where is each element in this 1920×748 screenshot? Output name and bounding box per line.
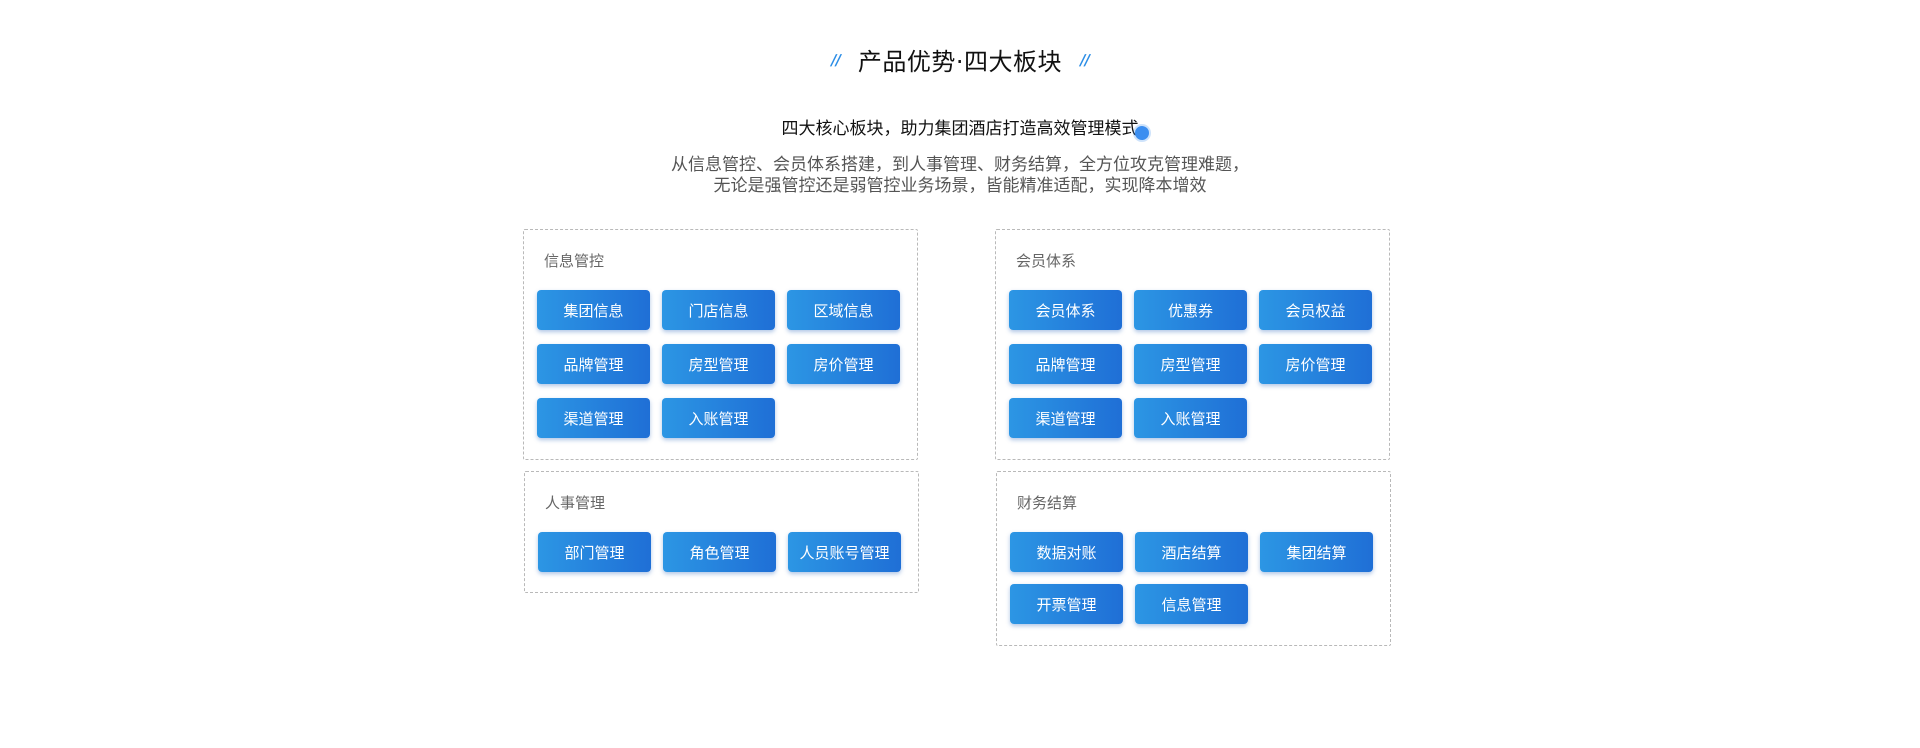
btn-coupon[interactable]: 优惠券 [1134,290,1247,330]
btn-posting-management[interactable]: 入账管理 [662,398,775,438]
slash-decoration-icon: // [829,50,842,69]
btn-posting-management[interactable]: 入账管理 [1134,398,1247,438]
btn-data-reconciliation[interactable]: 数据对账 [1010,532,1123,572]
panel-hr-management: 人事管理 部门管理 角色管理 人员账号管理 [524,471,919,593]
btn-channel-management[interactable]: 渠道管理 [537,398,650,438]
btn-region-info[interactable]: 区域信息 [787,290,900,330]
section-description: 从信息管控、会员体系搭建，到人事管理、财务结算，全方位攻克管理难题， 无论是强管… [0,155,1920,197]
slash-decoration-icon: // [1078,50,1091,69]
btn-room-price-management[interactable]: 房价管理 [787,344,900,384]
section-subtitle: 四大核心板块，助力集团酒店打造高效管理模式 [781,119,1139,139]
btn-hotel-settlement[interactable]: 酒店结算 [1135,532,1248,572]
description-line-2: 无论是强管控还是弱管控业务场景，皆能精准适配，实现降本增效 [713,176,1207,196]
subtitle-wrap: 四大核心板块，助力集团酒店打造高效管理模式 [781,114,1149,140]
btn-role-management[interactable]: 角色管理 [663,532,776,572]
btn-room-price-management[interactable]: 房价管理 [1259,344,1372,384]
description-line-1: 从信息管控、会员体系搭建，到人事管理、财务结算，全方位攻克管理难题， [671,155,1249,175]
btn-info-management[interactable]: 信息管理 [1135,584,1248,624]
btn-room-type-management[interactable]: 房型管理 [1134,344,1247,384]
panel-title: 财务结算 [1017,494,1078,512]
section-subtitle-row: 四大核心板块，助力集团酒店打造高效管理模式 [0,114,1920,140]
panel-title: 信息管控 [544,252,605,270]
btn-brand-management[interactable]: 品牌管理 [1009,344,1122,384]
section-header: // 产品优势·四大板块 // [0,42,1920,77]
btn-staff-account-management[interactable]: 人员账号管理 [788,532,901,572]
btn-group-info[interactable]: 集团信息 [537,290,650,330]
panel-info-control: 信息管控 集团信息 门店信息 区域信息 品牌管理 房型管理 房价管理 渠道管理 … [523,229,918,460]
panel-member-system: 会员体系 会员体系 优惠券 会员权益 品牌管理 房型管理 房价管理 渠道管理 入… [995,229,1390,460]
btn-channel-management[interactable]: 渠道管理 [1009,398,1122,438]
btn-store-info[interactable]: 门店信息 [662,290,775,330]
btn-group-settlement[interactable]: 集团结算 [1260,532,1373,572]
btn-member-system[interactable]: 会员体系 [1009,290,1122,330]
btn-brand-management[interactable]: 品牌管理 [537,344,650,384]
btn-invoice-management[interactable]: 开票管理 [1010,584,1123,624]
panel-title: 会员体系 [1016,252,1077,270]
btn-member-benefits[interactable]: 会员权益 [1259,290,1372,330]
panel-title: 人事管理 [545,494,606,512]
section-title: 产品优势·四大板块 [857,48,1063,76]
btn-room-type-management[interactable]: 房型管理 [662,344,775,384]
panel-finance-settlement: 财务结算 数据对账 酒店结算 集团结算 开票管理 信息管理 [996,471,1391,646]
btn-department-management[interactable]: 部门管理 [538,532,651,572]
cursor-dot-icon [1134,126,1149,140]
